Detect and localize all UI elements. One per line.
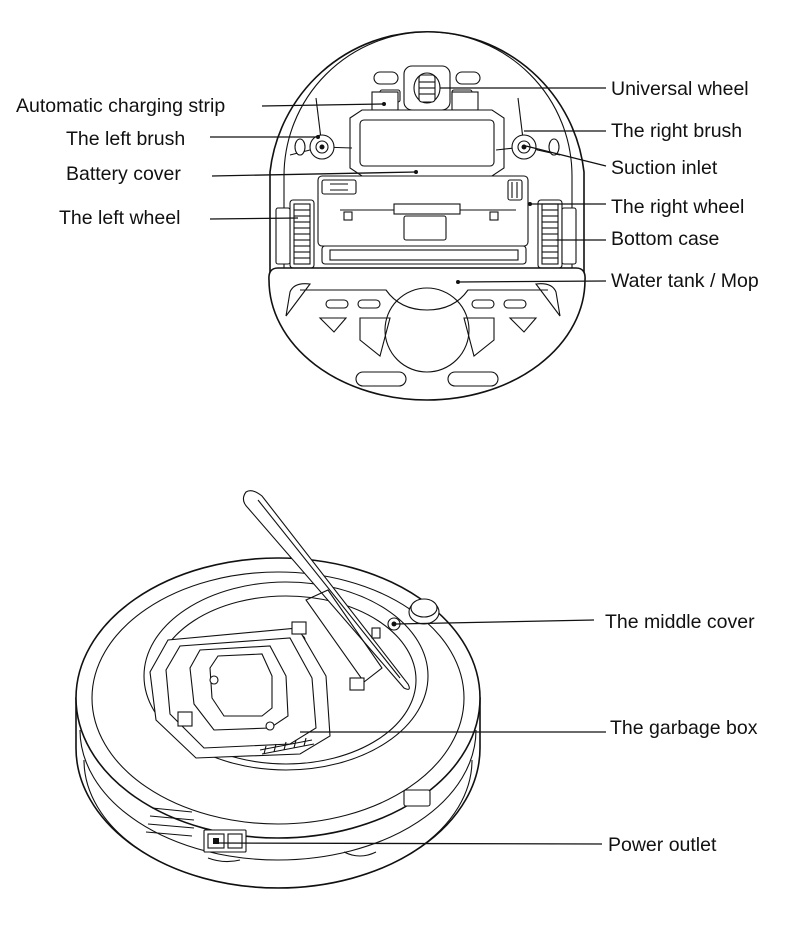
battery-cover	[349, 109, 505, 177]
leader-middle-cover	[395, 619, 595, 625]
label-right-brush: The right brush	[611, 120, 742, 142]
top-view-drawing	[75, 490, 481, 889]
label-power-outlet: Power outlet	[608, 834, 717, 856]
bottom-view-drawing	[268, 30, 586, 401]
label-water-tank-mop: Water tank / Mop	[611, 270, 759, 292]
leader-battery-cover	[211, 171, 417, 177]
leader-water-tank	[457, 280, 607, 283]
label-universal-wheel: Universal wheel	[611, 78, 749, 100]
open-lid	[242, 490, 410, 691]
garbage-box	[149, 627, 331, 759]
label-left-brush: The left brush	[66, 128, 185, 150]
right-brush	[495, 97, 561, 160]
leader-power-outlet	[215, 842, 603, 845]
leader-charging-strip	[261, 103, 385, 107]
left-wheel	[275, 199, 315, 269]
label-garbage-box: The garbage box	[610, 717, 758, 739]
leader-suction-inlet	[525, 145, 607, 167]
label-right-wheel: The right wheel	[611, 196, 744, 218]
label-middle-cover: The middle cover	[605, 611, 755, 633]
left-brush	[289, 97, 353, 160]
label-suction-inlet: Suction inlet	[611, 157, 718, 179]
water-tank-mop	[268, 267, 586, 401]
suction-inlet-slot	[321, 245, 527, 265]
charging-strips	[371, 91, 479, 111]
label-automatic-charging-strip: Automatic charging strip	[16, 95, 225, 117]
power-outlet	[203, 829, 247, 853]
label-bottom-case: Bottom case	[611, 228, 719, 250]
labels: Universal wheel Automatic charging strip…	[16, 78, 759, 856]
leader-lines	[209, 87, 607, 845]
label-battery-cover: Battery cover	[66, 163, 181, 185]
right-wheel	[537, 199, 577, 269]
leader-left-wheel	[209, 217, 299, 220]
label-left-wheel: The left wheel	[59, 207, 180, 229]
side-vents	[145, 789, 431, 837]
